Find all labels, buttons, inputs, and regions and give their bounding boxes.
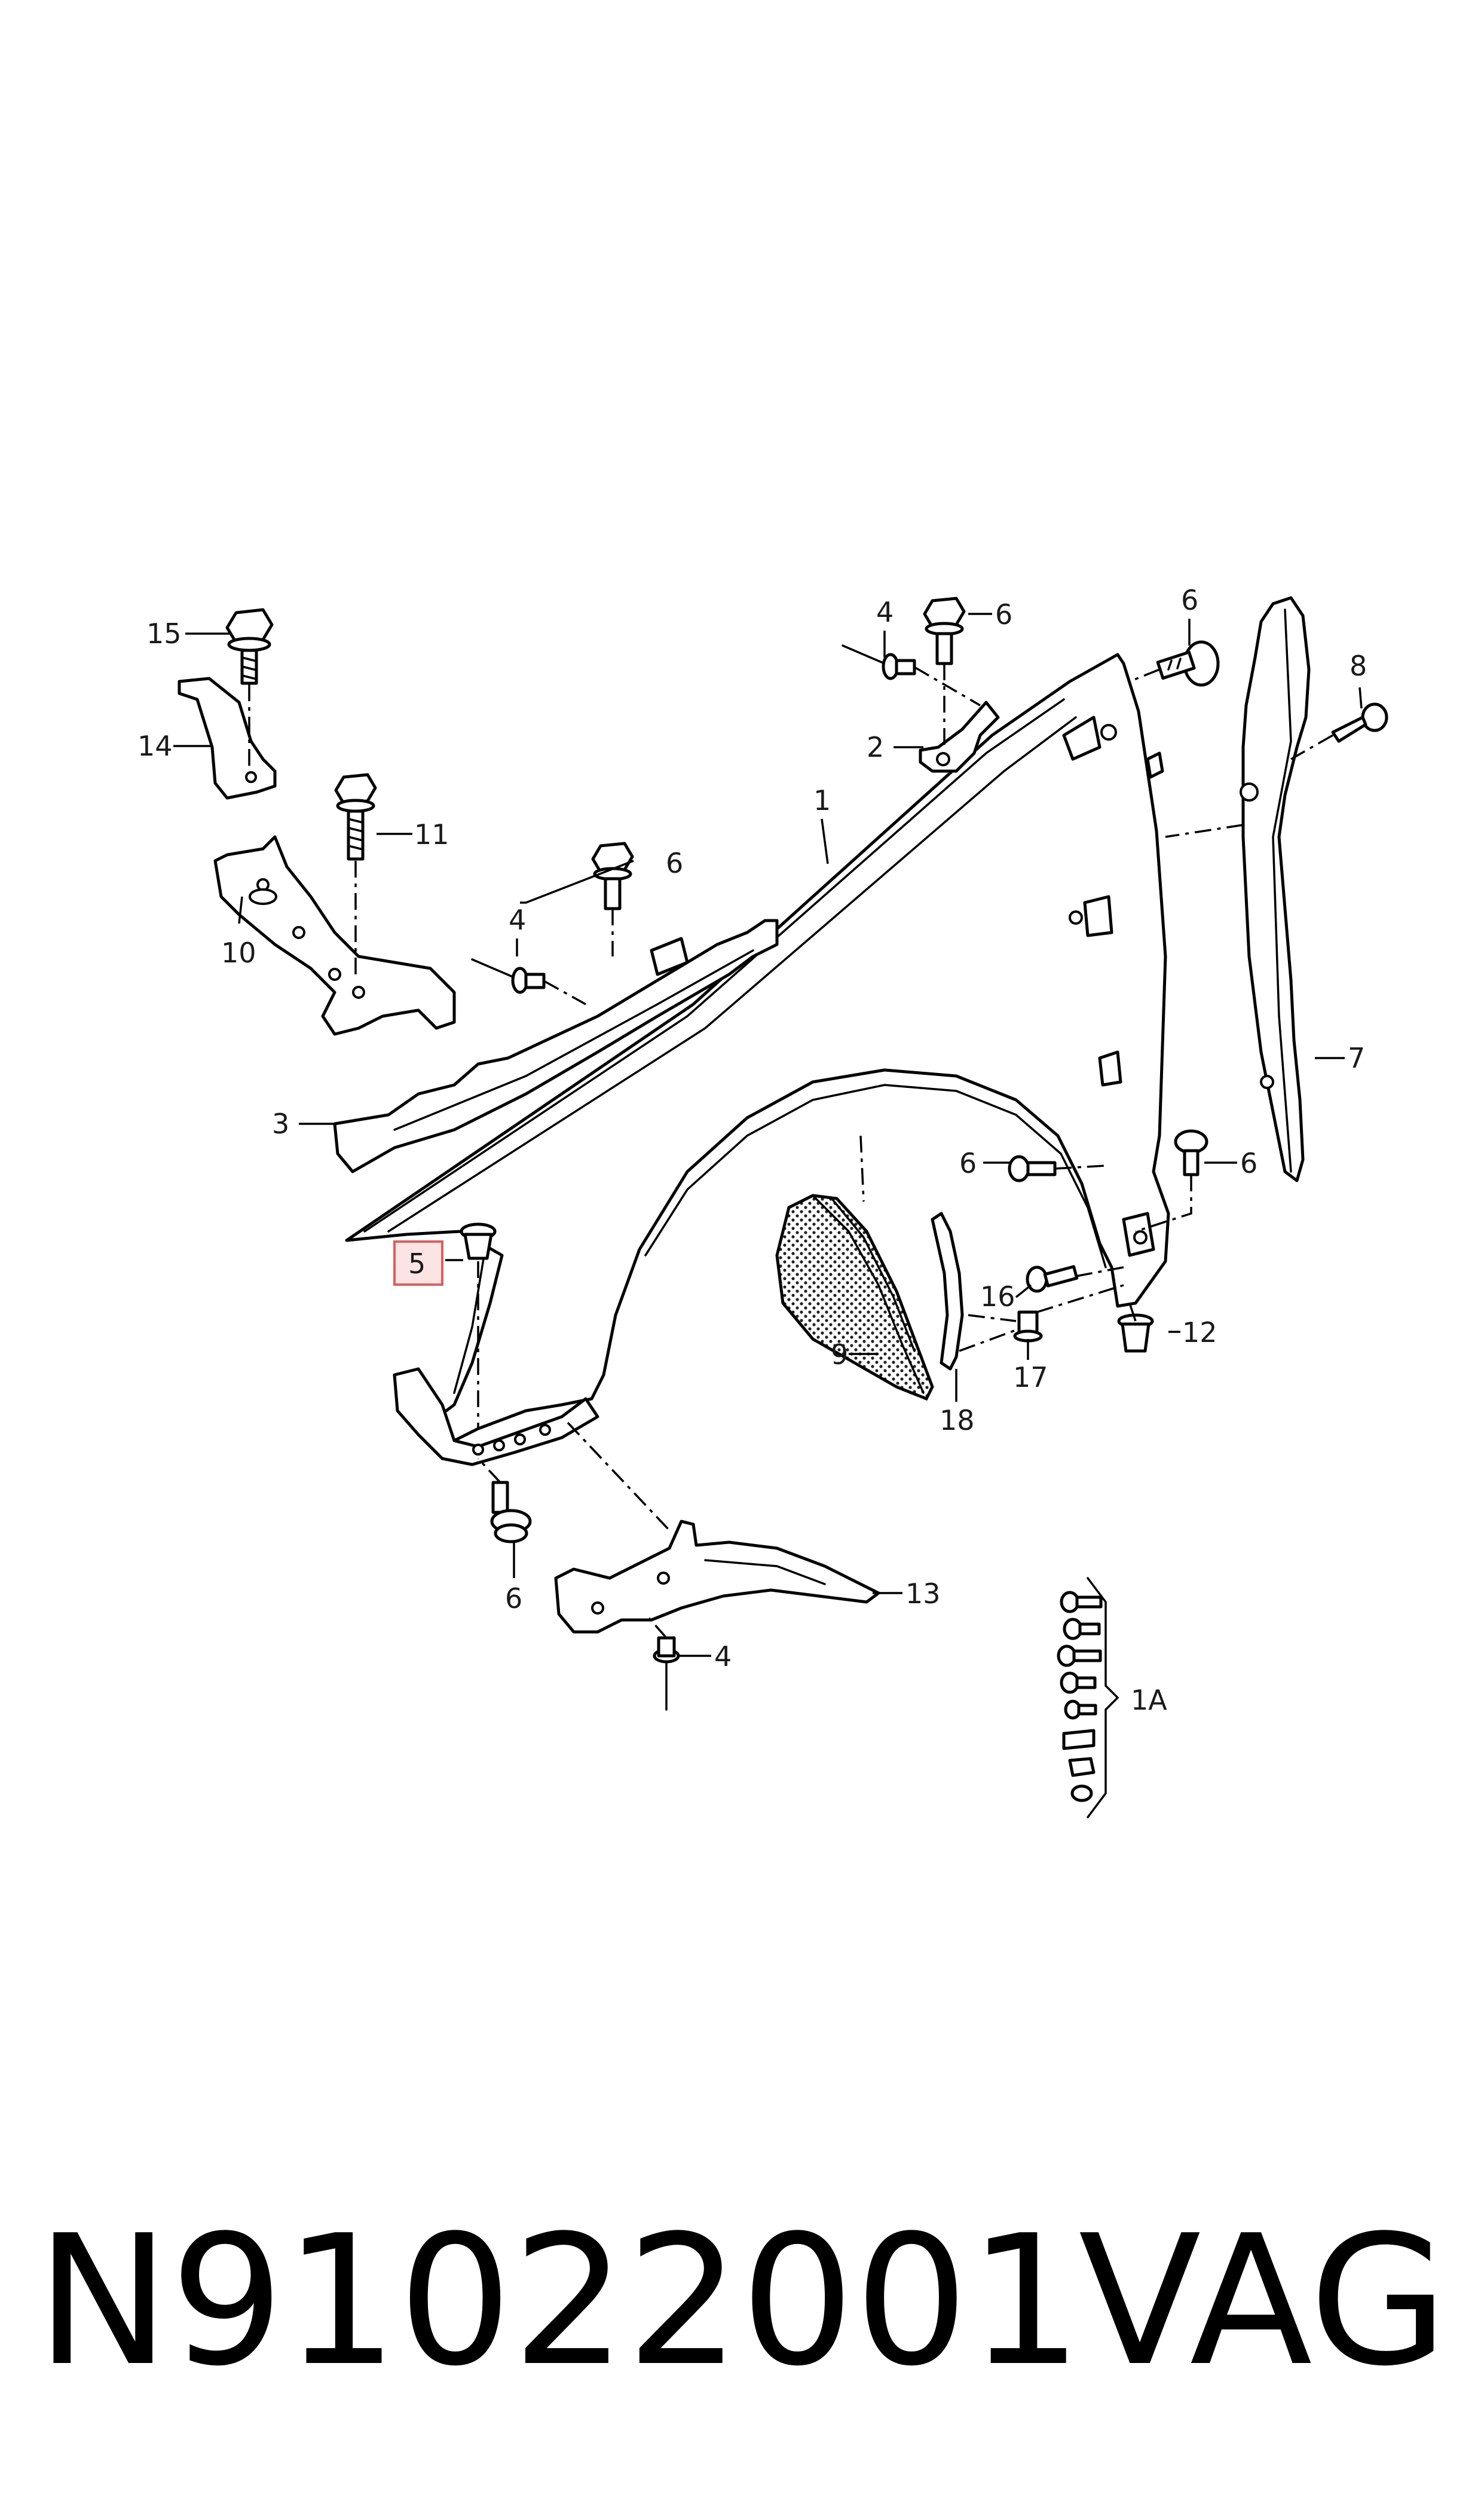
callout-4-bottom[interactable]: 4: [714, 1640, 732, 1673]
footer-caption: N91022001 VAG: [0, 2164, 1484, 2439]
callout-14[interactable]: 14: [137, 730, 173, 762]
bolt-6-icon: [1008, 1155, 1057, 1182]
small-bracket: [919, 701, 1000, 773]
lower-mount-bracket: [554, 1520, 880, 1634]
bolt-6-icon: [490, 1481, 532, 1543]
bolt-6-icon: [1174, 1129, 1208, 1176]
assembly-lines: [248, 664, 1333, 1639]
insulation-pad: [775, 1194, 934, 1401]
callout-4-top[interactable]: 4: [876, 596, 894, 628]
screw-8-icon: [1331, 702, 1388, 743]
upper-rail-bracket: [333, 919, 779, 1173]
callout-13[interactable]: 13: [905, 1578, 941, 1610]
bolt-16-icon: [1026, 1265, 1079, 1293]
callout-1[interactable]: 1: [813, 784, 831, 817]
bolt-6-icon: [923, 597, 966, 665]
angle-bracket: [178, 677, 277, 800]
part-number-text: N91022001: [36, 2197, 1083, 2405]
callout-6-right[interactable]: 6: [1240, 1147, 1257, 1179]
bolt-15-icon: [225, 608, 274, 685]
callout-6-upper-left[interactable]: 6: [666, 847, 683, 879]
bolt-6-icon: [1156, 640, 1220, 687]
callout-15[interactable]: 15: [146, 617, 182, 650]
bolt-11-icon: [334, 773, 377, 861]
fender-panel: [345, 653, 1170, 1466]
front-mount-bracket: [213, 835, 456, 1036]
fastener-kit-1a-icon: [1057, 1577, 1119, 1818]
callout-5-highlight: [393, 1240, 443, 1286]
callout-10[interactable]: 10: [221, 937, 256, 969]
callout-8[interactable]: 8: [1350, 650, 1367, 682]
rivet-4-icon: [471, 958, 546, 994]
brand-text: VAG: [1078, 2197, 1448, 2405]
rear-seal-strip: [1240, 596, 1311, 1182]
callout-6-bottom[interactable]: 6: [505, 1582, 522, 1615]
callout-3[interactable]: 3: [272, 1108, 289, 1140]
callout-11[interactable]: 11: [414, 818, 449, 851]
callout-4-middle[interactable]: 4: [509, 904, 526, 936]
callout-6-top[interactable]: 6: [995, 598, 1012, 631]
rivet-4-icon: [653, 1636, 680, 1711]
bolt-6-icon: [591, 842, 634, 910]
callout-9[interactable]: 9: [831, 1338, 848, 1371]
callout-16[interactable]: 16: [980, 1280, 1015, 1313]
exploded-view-diagram: 15 14 11 10 6 4 4 6 6 8 2 1 3 7 6 6 12 1…: [137, 584, 1388, 1818]
clip-17-icon: [1013, 1310, 1043, 1343]
callout-labels: 15 14 11 10 6 4 4 6 6 8 2 1 3 7 6 6 12 1…: [137, 584, 1367, 1716]
leader-lines: [173, 613, 1363, 1657]
callout-2[interactable]: 2: [867, 731, 884, 763]
callout-5[interactable]: 5: [408, 1248, 426, 1280]
callout-17[interactable]: 17: [1013, 1361, 1048, 1393]
callout-1a[interactable]: 1A: [1131, 1684, 1167, 1716]
nut-5-icon: [460, 1222, 497, 1260]
trim-strip: [931, 1212, 964, 1371]
callout-6-top-right[interactable]: 6: [1181, 584, 1198, 616]
callout-12[interactable]: 12: [1182, 1316, 1217, 1349]
callout-7[interactable]: 7: [1348, 1042, 1365, 1074]
rivet-4-icon: [842, 644, 916, 680]
callout-18[interactable]: 18: [940, 1404, 975, 1436]
callout-6-middle-right[interactable]: 6: [959, 1147, 977, 1179]
